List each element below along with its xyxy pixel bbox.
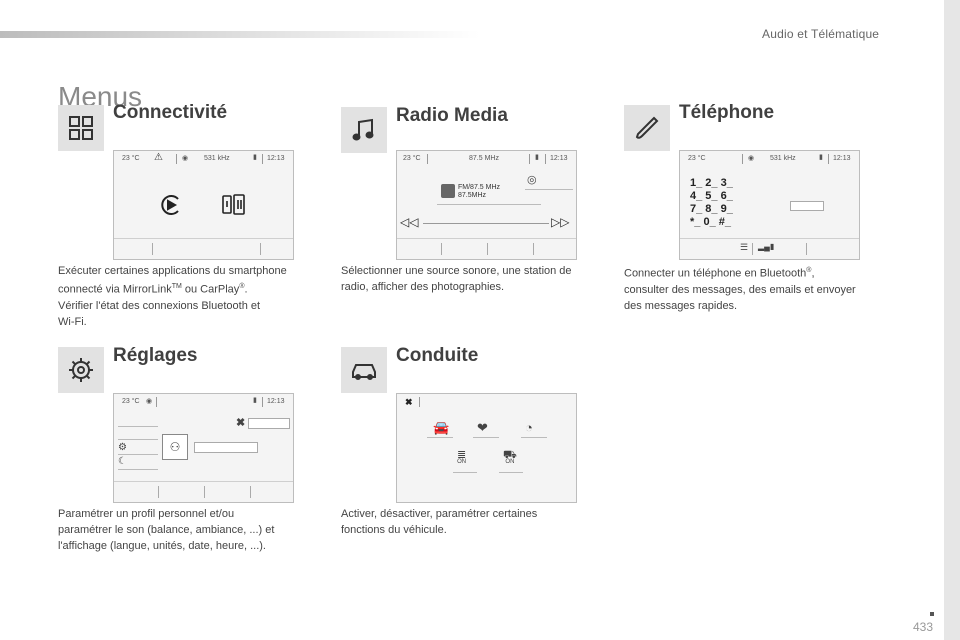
connectivity-grid-icon — [58, 105, 104, 151]
battery-icon: ▮ — [819, 154, 823, 161]
station-logo-icon — [441, 184, 455, 198]
page-edge-strip — [944, 0, 960, 640]
rewind-icon[interactable]: ◁◁ — [400, 215, 419, 229]
header-gradient-bar — [0, 31, 480, 38]
speed-function-icon[interactable]: ◔ — [525, 420, 533, 435]
phone-handset-icon — [624, 105, 670, 151]
signal-icon: ▂▄▮ — [758, 242, 775, 251]
screen-bottom-bar — [114, 481, 293, 502]
lighting-on-toggle[interactable]: ≣ ON — [457, 449, 467, 466]
driving-aid-icon: ⛟ — [503, 449, 517, 461]
radio-media-description: Sélectionner une source sonore, une stat… — [341, 265, 572, 293]
eco-function-icon[interactable]: ❤ — [477, 420, 488, 435]
settings-field[interactable] — [248, 418, 290, 429]
close-icon[interactable]: ✖ — [236, 417, 246, 429]
screen-bottom-bar: ☰ ▂▄▮ — [680, 238, 859, 259]
time-readout: 12:13 — [550, 155, 568, 162]
telephone-title: Téléphone — [679, 102, 775, 123]
screen-bottom-bar — [114, 238, 293, 259]
time-readout: 12:13 — [267, 398, 285, 405]
settings-mini-icon: ◉ — [182, 155, 189, 162]
reglages-title: Réglages — [113, 345, 198, 366]
temperature-readout: 23 °C — [688, 155, 706, 162]
telephone-screen: 23 °C ◉ 531 kHz ▮ 12:13 1_ 2_ 3_ 4_ 5_ 6… — [679, 150, 860, 260]
battery-icon: ▮ — [253, 397, 257, 404]
time-readout: 12:13 — [267, 155, 285, 162]
mirrorlink-play-icon[interactable] — [158, 193, 182, 222]
conduite-screen: ✖ 🚘 ❤ ◔ ≣ ON ⛟ ON — [396, 393, 577, 503]
status-bar: 23 °C 87.5 MHz ▮ 12:13 — [397, 151, 576, 168]
frequency-readout: 87.5 MHz — [469, 155, 499, 162]
reglages-description: Paramétrer un profil personnel et/ou par… — [58, 508, 275, 552]
radio-signal-icon[interactable]: ◎ — [527, 174, 537, 186]
conduite-description: Activer, désactiver, paramétrer certaine… — [341, 508, 538, 536]
connectivite-title: Connectivité — [113, 102, 228, 123]
frequency-readout: 531 kHz — [204, 155, 230, 162]
lighting-icon: ≣ — [457, 449, 467, 461]
status-bar: 23 °C ⚠ ◉ 531 kHz ▮ 12:13 — [114, 151, 293, 168]
page-number: 433 — [913, 620, 934, 634]
close-icon[interactable]: ✖ — [405, 397, 413, 407]
telephone-description: Connecter un téléphone en Bluetooth®, co… — [624, 267, 856, 312]
frequency-readout: 531 kHz — [770, 155, 796, 162]
settings-gear-icon — [58, 347, 104, 393]
chapter-title: Audio et Télématique — [762, 27, 880, 41]
conduite-title: Conduite — [396, 345, 479, 366]
screen-bottom-bar — [397, 238, 576, 259]
battery-icon: ▮ — [535, 154, 539, 161]
audio-settings-icon[interactable]: ⚙ — [118, 442, 127, 453]
time-readout: 12:13 — [833, 155, 851, 162]
phone-keypad[interactable]: 1_ 2_ 3_ 4_ 5_ 6_ 7_ 8_ 9_ *_ 0_ #_ — [690, 177, 733, 228]
driving-aid-on-toggle[interactable]: ⛟ ON — [503, 449, 517, 466]
settings-mini-icon: ◉ — [748, 155, 755, 162]
music-note-icon — [341, 107, 387, 153]
status-bar: 23 °C ◉ 531 kHz ▮ 12:13 — [680, 151, 859, 168]
temperature-readout: 23 °C — [403, 155, 421, 162]
profile-name-field[interactable] — [194, 442, 258, 453]
phone-connection-icon[interactable] — [220, 193, 248, 222]
connectivite-screen: 23 °C ⚠ ◉ 531 kHz ▮ 12:13 — [113, 150, 294, 260]
vehicle-function-icon[interactable]: 🚘 — [433, 420, 450, 435]
contacts-icon[interactable]: ☰ — [740, 242, 749, 252]
status-bar: ✖ — [397, 394, 576, 411]
number-display-field[interactable] — [790, 201, 824, 211]
warning-icon: ⚠ — [154, 152, 163, 163]
car-icon — [341, 347, 387, 393]
radio-media-title: Radio Media — [396, 105, 508, 126]
fast-forward-icon[interactable]: ▷▷ — [551, 215, 570, 229]
page-marker — [930, 612, 934, 616]
battery-icon: ▮ — [253, 154, 257, 161]
temperature-readout: 23 °C — [122, 398, 140, 405]
temperature-readout: 23 °C — [122, 155, 140, 162]
reglages-screen: 23 °C ◉ ▮ 12:13 ✖ ⚙ ☾ ⚇ — [113, 393, 294, 503]
settings-mini-icon: ◉ — [146, 398, 153, 405]
status-bar: 23 °C ◉ ▮ 12:13 — [114, 394, 293, 411]
user-profile-icon[interactable]: ⚇ — [162, 434, 188, 460]
night-mode-icon[interactable]: ☾ — [118, 456, 127, 467]
station-info: FM/87.5 MHz 87.5MHz — [458, 184, 501, 199]
radio-media-screen: 23 °C 87.5 MHz ▮ 12:13 ◎ FM/87.5 MHz 87.… — [396, 150, 577, 260]
connectivite-description: Exécuter certaines applications du smart… — [58, 265, 287, 328]
